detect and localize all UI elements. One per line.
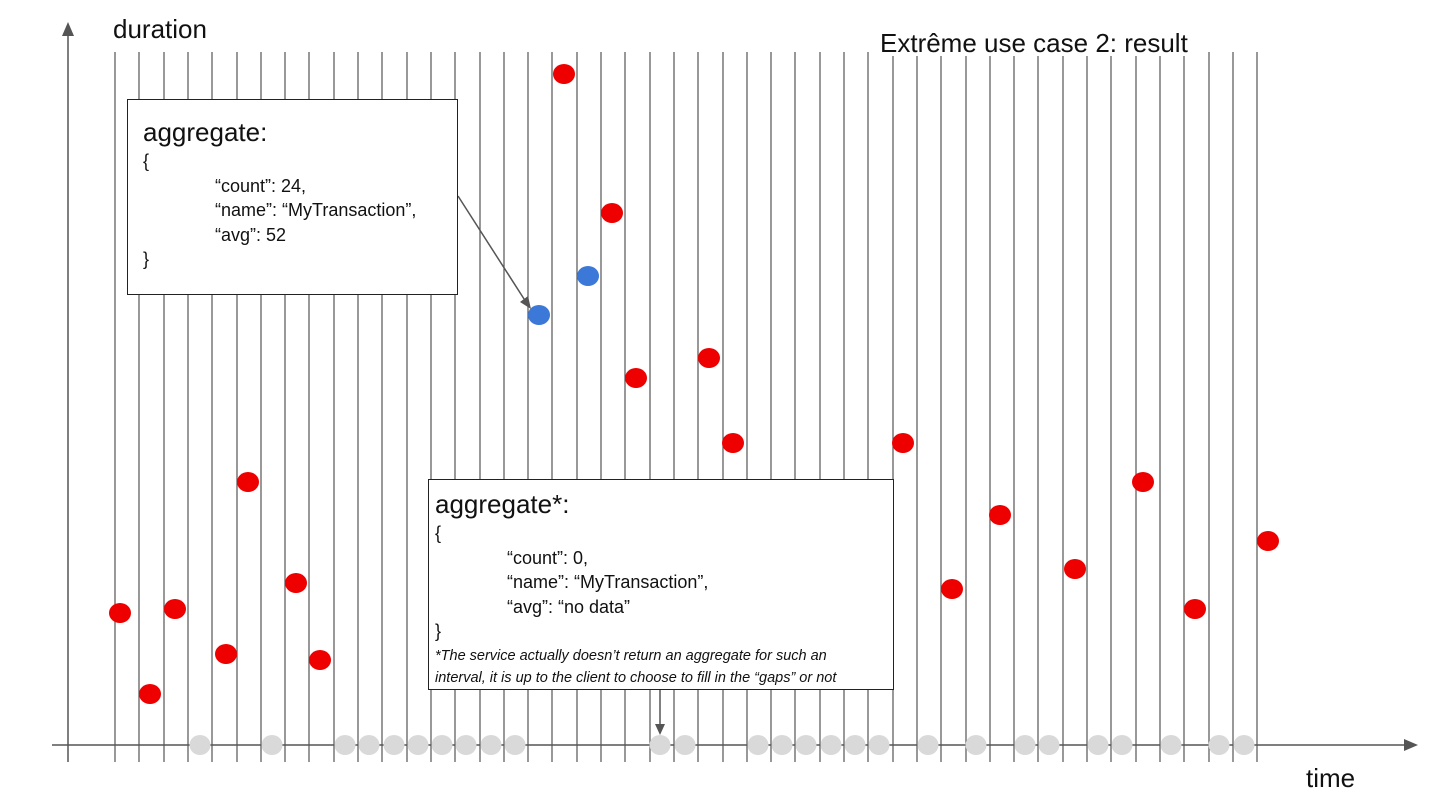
request-marker-12	[722, 433, 744, 453]
empty-interval-marker-12	[674, 735, 696, 755]
empty-interval-marker-3	[334, 735, 356, 755]
x-axis-arrowhead	[1404, 739, 1418, 751]
aggregate-count-line: “count”: 24,	[215, 175, 307, 196]
empty-interval-marker-21	[1014, 735, 1036, 755]
request-marker-11	[698, 348, 720, 368]
empty-interval-marker-10	[504, 735, 526, 755]
empty-interval-marker-27	[1233, 735, 1255, 755]
empty-aggregate-close-brace: }	[435, 621, 442, 641]
y-axis-label: duration	[113, 14, 207, 44]
request-marker-15	[989, 505, 1011, 525]
request-marker-18	[1184, 599, 1206, 619]
empty-aggregate-box: aggregate*: { “count”: 0, “name”: “MyTra…	[428, 479, 894, 690]
request-marker-2	[139, 684, 161, 704]
request-marker-7	[309, 650, 331, 670]
empty-interval-marker-7	[431, 735, 453, 755]
gap-pointer-arrowhead	[655, 724, 665, 735]
empty-interval-marker-1	[189, 735, 211, 755]
empty-interval-marker-8	[455, 735, 477, 755]
pointer-arrows	[457, 195, 665, 735]
aggregate-pointer-arrow-line	[457, 195, 527, 303]
request-marker-8	[553, 64, 575, 84]
empty-interval-marker-16	[820, 735, 842, 755]
y-axis-arrowhead	[62, 22, 74, 36]
aggregate-markers	[528, 266, 599, 325]
empty-aggregate-avg-line: “avg”: “no data”	[507, 596, 631, 617]
request-marker-19	[1257, 531, 1279, 551]
request-marker-16	[1064, 559, 1086, 579]
empty-interval-marker-11	[649, 735, 671, 755]
aggregate-close-brace: }	[143, 249, 150, 269]
empty-interval-marker-6	[407, 735, 429, 755]
x-axis-label: time	[1306, 763, 1356, 793]
empty-interval-marker-15	[795, 735, 817, 755]
request-marker-13	[892, 433, 914, 453]
diagram-title: Extrême use case 2: result	[880, 30, 1192, 56]
request-marker-1	[109, 603, 131, 623]
empty-aggregate-open-brace: {	[435, 523, 442, 543]
request-marker-3	[164, 599, 186, 619]
empty-aggregate-heading: aggregate*:	[435, 489, 570, 519]
request-marker-10	[625, 368, 647, 388]
request-marker-4	[215, 644, 237, 664]
aggregate-marker-2	[577, 266, 599, 286]
empty-interval-marker-25	[1160, 735, 1182, 755]
empty-interval-marker-9	[480, 735, 502, 755]
empty-interval-marker-13	[747, 735, 769, 755]
aggregate-open-brace: {	[143, 151, 150, 171]
empty-interval-marker-20	[965, 735, 987, 755]
empty-aggregate-name-line: “name”: “MyTransaction”,	[507, 572, 709, 592]
request-marker-17	[1132, 472, 1154, 492]
empty-interval-marker-2	[261, 735, 283, 755]
empty-interval-marker-17	[844, 735, 866, 755]
empty-aggregate-count-line: “count”: 0,	[507, 547, 589, 568]
request-markers	[109, 64, 1279, 704]
empty-aggregate-note-line-2: interval, it is up to the client to choo…	[435, 669, 837, 686]
request-marker-14	[941, 579, 963, 599]
empty-interval-marker-22	[1038, 735, 1060, 755]
empty-interval-marker-4	[358, 735, 380, 755]
empty-interval-marker-18	[868, 735, 890, 755]
request-marker-5	[237, 472, 259, 492]
empty-aggregate-note-line-1: *The service actually doesn’t return an …	[435, 647, 827, 664]
aggregate-name-line: “name”: “MyTransaction”,	[215, 200, 417, 220]
empty-interval-marker-14	[771, 735, 793, 755]
empty-interval-marker-26	[1208, 735, 1230, 755]
empty-interval-markers	[189, 735, 1255, 755]
aggregate-avg-line: “avg”: 52	[215, 224, 287, 245]
aggregate-marker-1	[528, 305, 550, 325]
empty-interval-marker-23	[1087, 735, 1109, 755]
request-marker-6	[285, 573, 307, 593]
empty-interval-marker-19	[917, 735, 939, 755]
aggregate-box: aggregate: { “count”: 24, “name”: “MyTra…	[127, 99, 458, 295]
request-marker-9	[601, 203, 623, 223]
empty-interval-marker-24	[1111, 735, 1133, 755]
aggregate-pointer-arrowhead	[520, 296, 531, 309]
aggregate-heading: aggregate:	[143, 117, 268, 147]
empty-interval-marker-5	[383, 735, 405, 755]
